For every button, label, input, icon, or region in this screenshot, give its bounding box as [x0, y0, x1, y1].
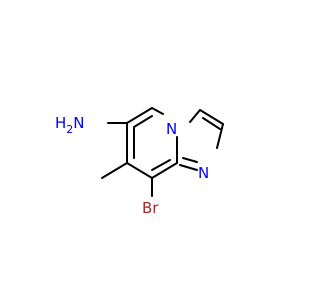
bond-n1-c8a — [179, 164, 198, 171]
bond-c5-n4-double — [133, 115, 153, 128]
bond-c3-c2 — [199, 109, 224, 125]
bond-n1-c8a-double — [182, 157, 198, 163]
bond-c3-c2-double — [202, 117, 221, 130]
amine-sub: 2 — [66, 123, 73, 136]
bonds — [101, 107, 224, 197]
bond-c8a-c8 — [151, 162, 178, 179]
ring-n-top-label: N — [166, 120, 177, 138]
bond-c2-n1 — [216, 123, 224, 149]
amine-h: H — [55, 114, 66, 132]
background — [0, 0, 300, 300]
amine-label: H2N — [55, 114, 85, 136]
bond-c7-methyl — [101, 162, 128, 179]
ring-n-right-label: N — [198, 164, 209, 182]
bond-c6-c5 — [126, 107, 153, 124]
bond-c5-n4 — [151, 107, 164, 115]
bromine-label: Br — [142, 199, 159, 217]
atom-labels: H2N N N Br — [55, 114, 209, 217]
bond-c8-c7 — [126, 162, 153, 179]
bond-c8a-c8-double — [151, 159, 171, 171]
molecule-structure: H2N N N Br — [0, 0, 300, 300]
bond-n4-c3 — [189, 109, 201, 123]
amine-n: N — [73, 114, 84, 132]
